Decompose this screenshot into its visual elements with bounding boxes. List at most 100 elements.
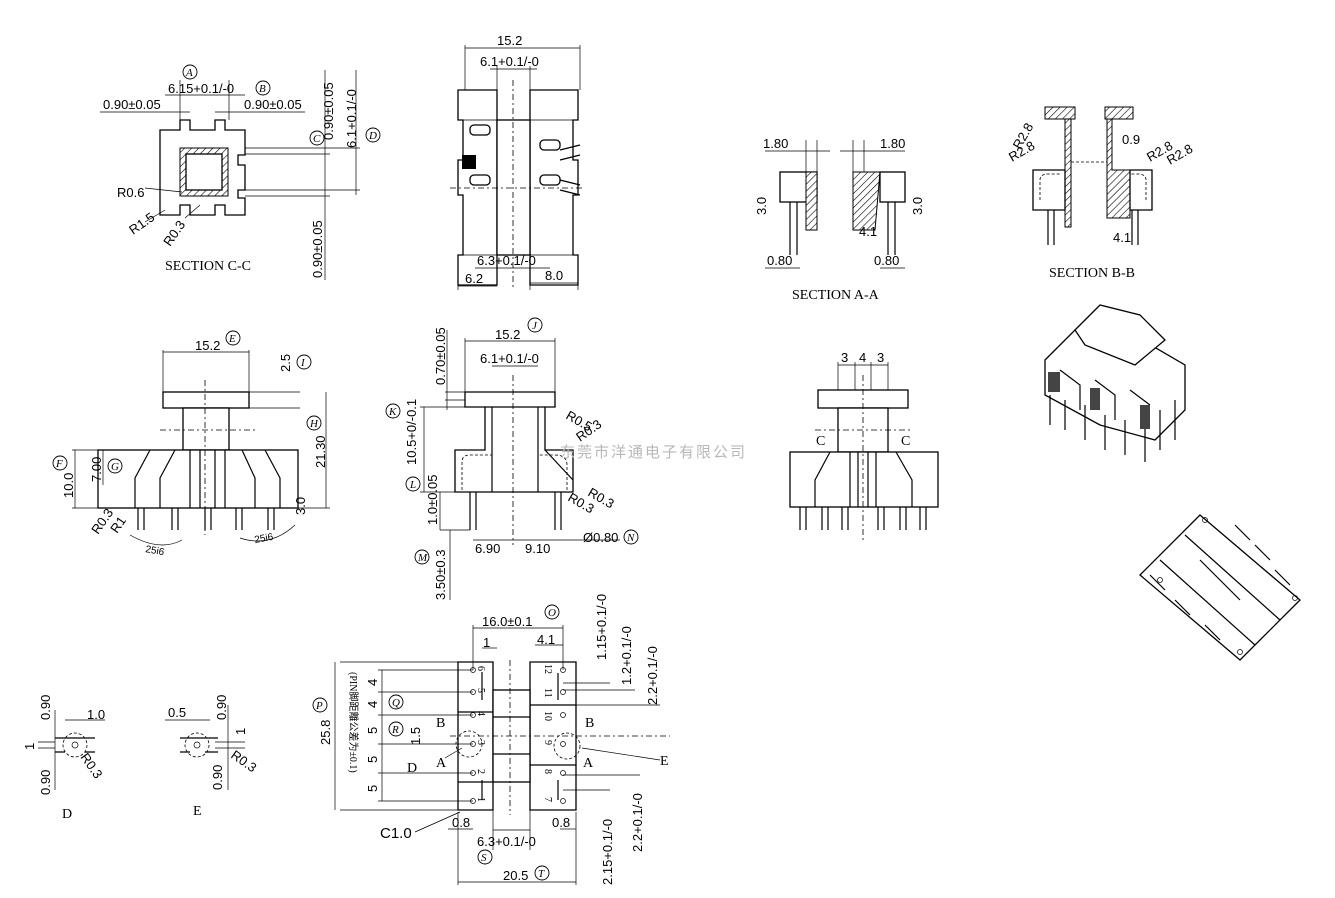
- dim-label: 0.8: [552, 815, 570, 830]
- section-mark-b: B: [436, 716, 445, 731]
- dim-label: 1.80: [763, 136, 788, 151]
- dim-label: 0.70±0.05: [433, 327, 448, 385]
- marker-m: M: [414, 549, 430, 565]
- marker-g: G: [107, 458, 123, 474]
- pin-number: 1: [475, 797, 486, 802]
- pin-holes: [470, 667, 566, 804]
- dim-label: 4: [859, 350, 866, 365]
- dim-label: 25i6: [144, 544, 165, 558]
- dim-label: 3: [877, 350, 884, 365]
- svg-text:H: H: [309, 418, 319, 430]
- dim-label: 2.2+0.1/-0: [630, 793, 645, 852]
- dim-label: 2.2+0.1/-0: [645, 646, 660, 705]
- dim-label: 0.90±0.05: [310, 220, 325, 278]
- svg-text:C: C: [313, 133, 321, 145]
- dim-label: Ø0.80: [583, 530, 618, 545]
- dim-label: 7.00: [89, 457, 104, 482]
- dim-label: 1.5: [408, 727, 423, 745]
- svg-text:K: K: [388, 406, 397, 418]
- dim-label: 16.0±0.1: [482, 614, 533, 629]
- dim-label: 0.80: [767, 253, 792, 268]
- dim-label: 3.50±0.3: [433, 549, 448, 600]
- svg-text:R: R: [391, 724, 399, 736]
- detail-callout-e: E: [660, 754, 669, 769]
- dim-label: 5: [365, 727, 380, 734]
- svg-text:M: M: [417, 552, 428, 564]
- pin-number: 5: [475, 688, 486, 693]
- dim-label: 6.1+0.1/-0: [480, 54, 539, 69]
- pin-tolerance-note: (PIN脚距離公差为±0.1): [347, 672, 360, 773]
- dim-label: 21.30: [313, 435, 328, 468]
- svg-text:I: I: [300, 357, 306, 369]
- dim-label: 1: [22, 743, 37, 750]
- dim-label: 20.5: [503, 868, 528, 883]
- dim-label: 6.90: [475, 541, 500, 556]
- dim-label: 0.90±0.05: [103, 97, 161, 112]
- svg-text:E: E: [228, 333, 236, 345]
- dim-label: 6.3+0.1/-0: [477, 834, 536, 849]
- section-title: SECTION C-C: [165, 259, 251, 274]
- marker-c: C: [309, 130, 325, 146]
- dim-label: 0.5: [168, 705, 186, 720]
- section-a-a-view: 1.80 1.80 3.0 3.0 4.1 0.80 0.80 SECTION …: [754, 136, 925, 303]
- marker-t: T: [534, 865, 550, 881]
- pin-number: 2: [475, 769, 486, 774]
- detail-callout-d: D: [407, 761, 417, 776]
- svg-text:G: G: [111, 461, 119, 473]
- pin-number: 9: [542, 740, 553, 745]
- isometric-view-top: [1044, 304, 1186, 462]
- dim-label: 3.0: [754, 197, 769, 215]
- section-mark-b: B: [585, 716, 594, 731]
- marker-o: O: [544, 604, 560, 620]
- pin-number: 11: [542, 688, 553, 698]
- side-view: 15.2 2.5 21.30 10.0 7.00 R0.3 R1 25i6 25…: [52, 330, 330, 558]
- pin-number: 10: [542, 711, 553, 721]
- pin-number: 4: [475, 711, 486, 716]
- dim-label: 3.0: [293, 497, 308, 515]
- svg-text:O: O: [548, 607, 556, 619]
- pin-number: 6: [475, 666, 486, 671]
- svg-text:F: F: [55, 458, 63, 470]
- svg-text:B: B: [259, 83, 266, 95]
- dim-label: 6.1+0.1/-0: [344, 89, 359, 148]
- dim-label: 25i6: [254, 532, 275, 546]
- dim-label: 0.90±0.05: [244, 97, 302, 112]
- svg-text:S: S: [481, 852, 487, 864]
- svg-text:D: D: [368, 130, 377, 142]
- dim-label: 3.0: [910, 197, 925, 215]
- end-view: 3 4 3 C C: [789, 350, 939, 540]
- dim-label: 4: [365, 701, 380, 708]
- dim-label: 0.90: [210, 765, 225, 790]
- dim-label: 6.1+0.1/-0: [480, 351, 539, 366]
- dim-label: 2.15+0.1/-0: [600, 819, 615, 885]
- dim-label: 10.0: [61, 473, 76, 498]
- svg-text:J: J: [532, 320, 538, 332]
- dim-label: 1.0±0.05: [425, 474, 440, 525]
- section-mark-a: A: [436, 756, 447, 771]
- marker-j: J: [527, 317, 543, 333]
- dim-label: 9.10: [525, 541, 550, 556]
- marker-h: H: [306, 415, 322, 431]
- section-mark-a: A: [583, 756, 594, 771]
- marker-d: D: [365, 127, 381, 143]
- dim-label: 6.3+0.1/-0: [477, 253, 536, 268]
- isometric-view-bottom: [1139, 514, 1301, 661]
- pin-number: 7: [542, 797, 553, 802]
- dim-label: 0.9: [1122, 132, 1140, 147]
- marker-p: P: [312, 697, 328, 713]
- section-c-c-view: 6.15+0.1/-0 0.90±0.05 0.90±0.05 0.90±0.0…: [100, 64, 381, 280]
- dim-label: 0.90±0.05: [321, 82, 336, 140]
- marker-i: I: [296, 354, 312, 370]
- dim-label: 0.90: [38, 770, 53, 795]
- svg-text:P: P: [315, 700, 323, 712]
- marker-n: N: [623, 529, 639, 545]
- dim-label: 0.90: [38, 695, 53, 720]
- dim-label: 1.15+0.1/-0: [594, 594, 609, 660]
- dim-label: 5: [365, 785, 380, 792]
- dim-label: 4.1: [1113, 230, 1131, 245]
- dim-label: 25.8: [318, 720, 333, 745]
- svg-text:L: L: [409, 479, 416, 491]
- dim-label: R0.6: [117, 185, 144, 200]
- dim-label: 0.80: [874, 253, 899, 268]
